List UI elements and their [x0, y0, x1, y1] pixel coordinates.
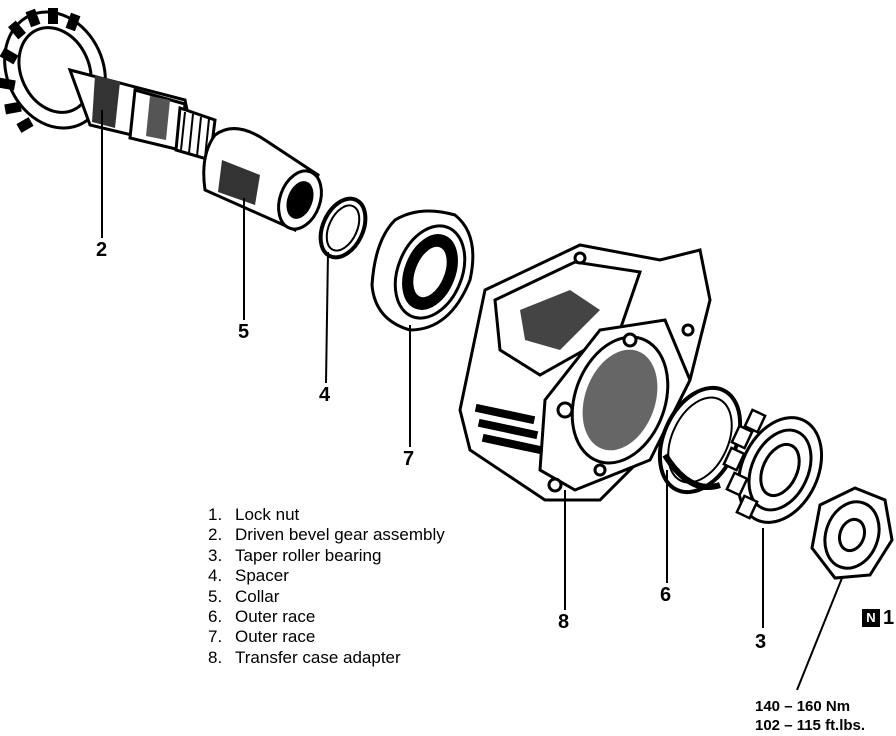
- legend-label: Transfer case adapter: [235, 647, 401, 667]
- legend-number: 2.: [208, 525, 223, 545]
- callout-3: 3: [755, 631, 767, 653]
- legend-item: 6. Outer race: [208, 607, 445, 627]
- torque-nm: 140 – 160 Nm: [755, 698, 851, 715]
- callout-2: 2: [96, 239, 108, 261]
- spacer: [318, 196, 368, 260]
- legend-label: Taper roller bearing: [235, 545, 382, 565]
- leader-lines: [101, 110, 843, 691]
- lock-nut: [810, 486, 894, 580]
- legend-item: 3. Taper roller bearing: [208, 546, 445, 566]
- new-part-badge: N: [862, 609, 880, 627]
- legend-item: 5. Collar: [208, 587, 445, 607]
- callout-5: 5: [238, 321, 250, 343]
- outer-race-7: [370, 209, 475, 332]
- legend-item: 7. Outer race: [208, 627, 445, 647]
- legend-item: 4. Spacer: [208, 566, 445, 586]
- transfer-case-adapter: [458, 243, 712, 502]
- torque-ftlbs: 102 – 115 ft.lbs.: [755, 717, 866, 734]
- collar: [202, 127, 323, 232]
- callout-6: 6: [660, 584, 672, 606]
- legend-label: Driven bevel gear assembly: [235, 525, 445, 545]
- legend-label: Collar: [235, 586, 280, 606]
- legend-number: 8.: [208, 647, 223, 667]
- legend-number: 4.: [208, 566, 223, 586]
- legend-item: 1. Lock nut: [208, 505, 445, 525]
- legend-label: Spacer: [235, 566, 289, 586]
- legend-label: Outer race: [235, 627, 316, 647]
- legend-number: 3.: [208, 545, 223, 565]
- callout-8: 8: [558, 611, 570, 633]
- driven-bevel-gear-assembly: [0, 8, 217, 162]
- parts-legend: 1.Lock nut 2.Driven bevel gear assembly …: [208, 505, 445, 668]
- taper-roller-bearing: [722, 408, 824, 524]
- legend-number: 1.: [208, 505, 223, 524]
- torque-spec: 140 – 160 Nm 102 – 115 ft.lbs.: [755, 697, 865, 735]
- legend-item: 8. Transfer case adapter: [208, 648, 445, 668]
- legend-number: 7.: [208, 627, 223, 647]
- callout-7: 7: [403, 448, 415, 470]
- legend-label: Outer race: [235, 607, 316, 627]
- callout-1: 1: [883, 607, 895, 629]
- legend-number: 5.: [208, 586, 223, 606]
- callout-4: 4: [319, 384, 331, 406]
- legend-number: 6.: [208, 607, 223, 627]
- legend-label: Lock nut: [235, 505, 300, 524]
- legend-item: 2. Driven bevel gear assembly: [208, 525, 445, 545]
